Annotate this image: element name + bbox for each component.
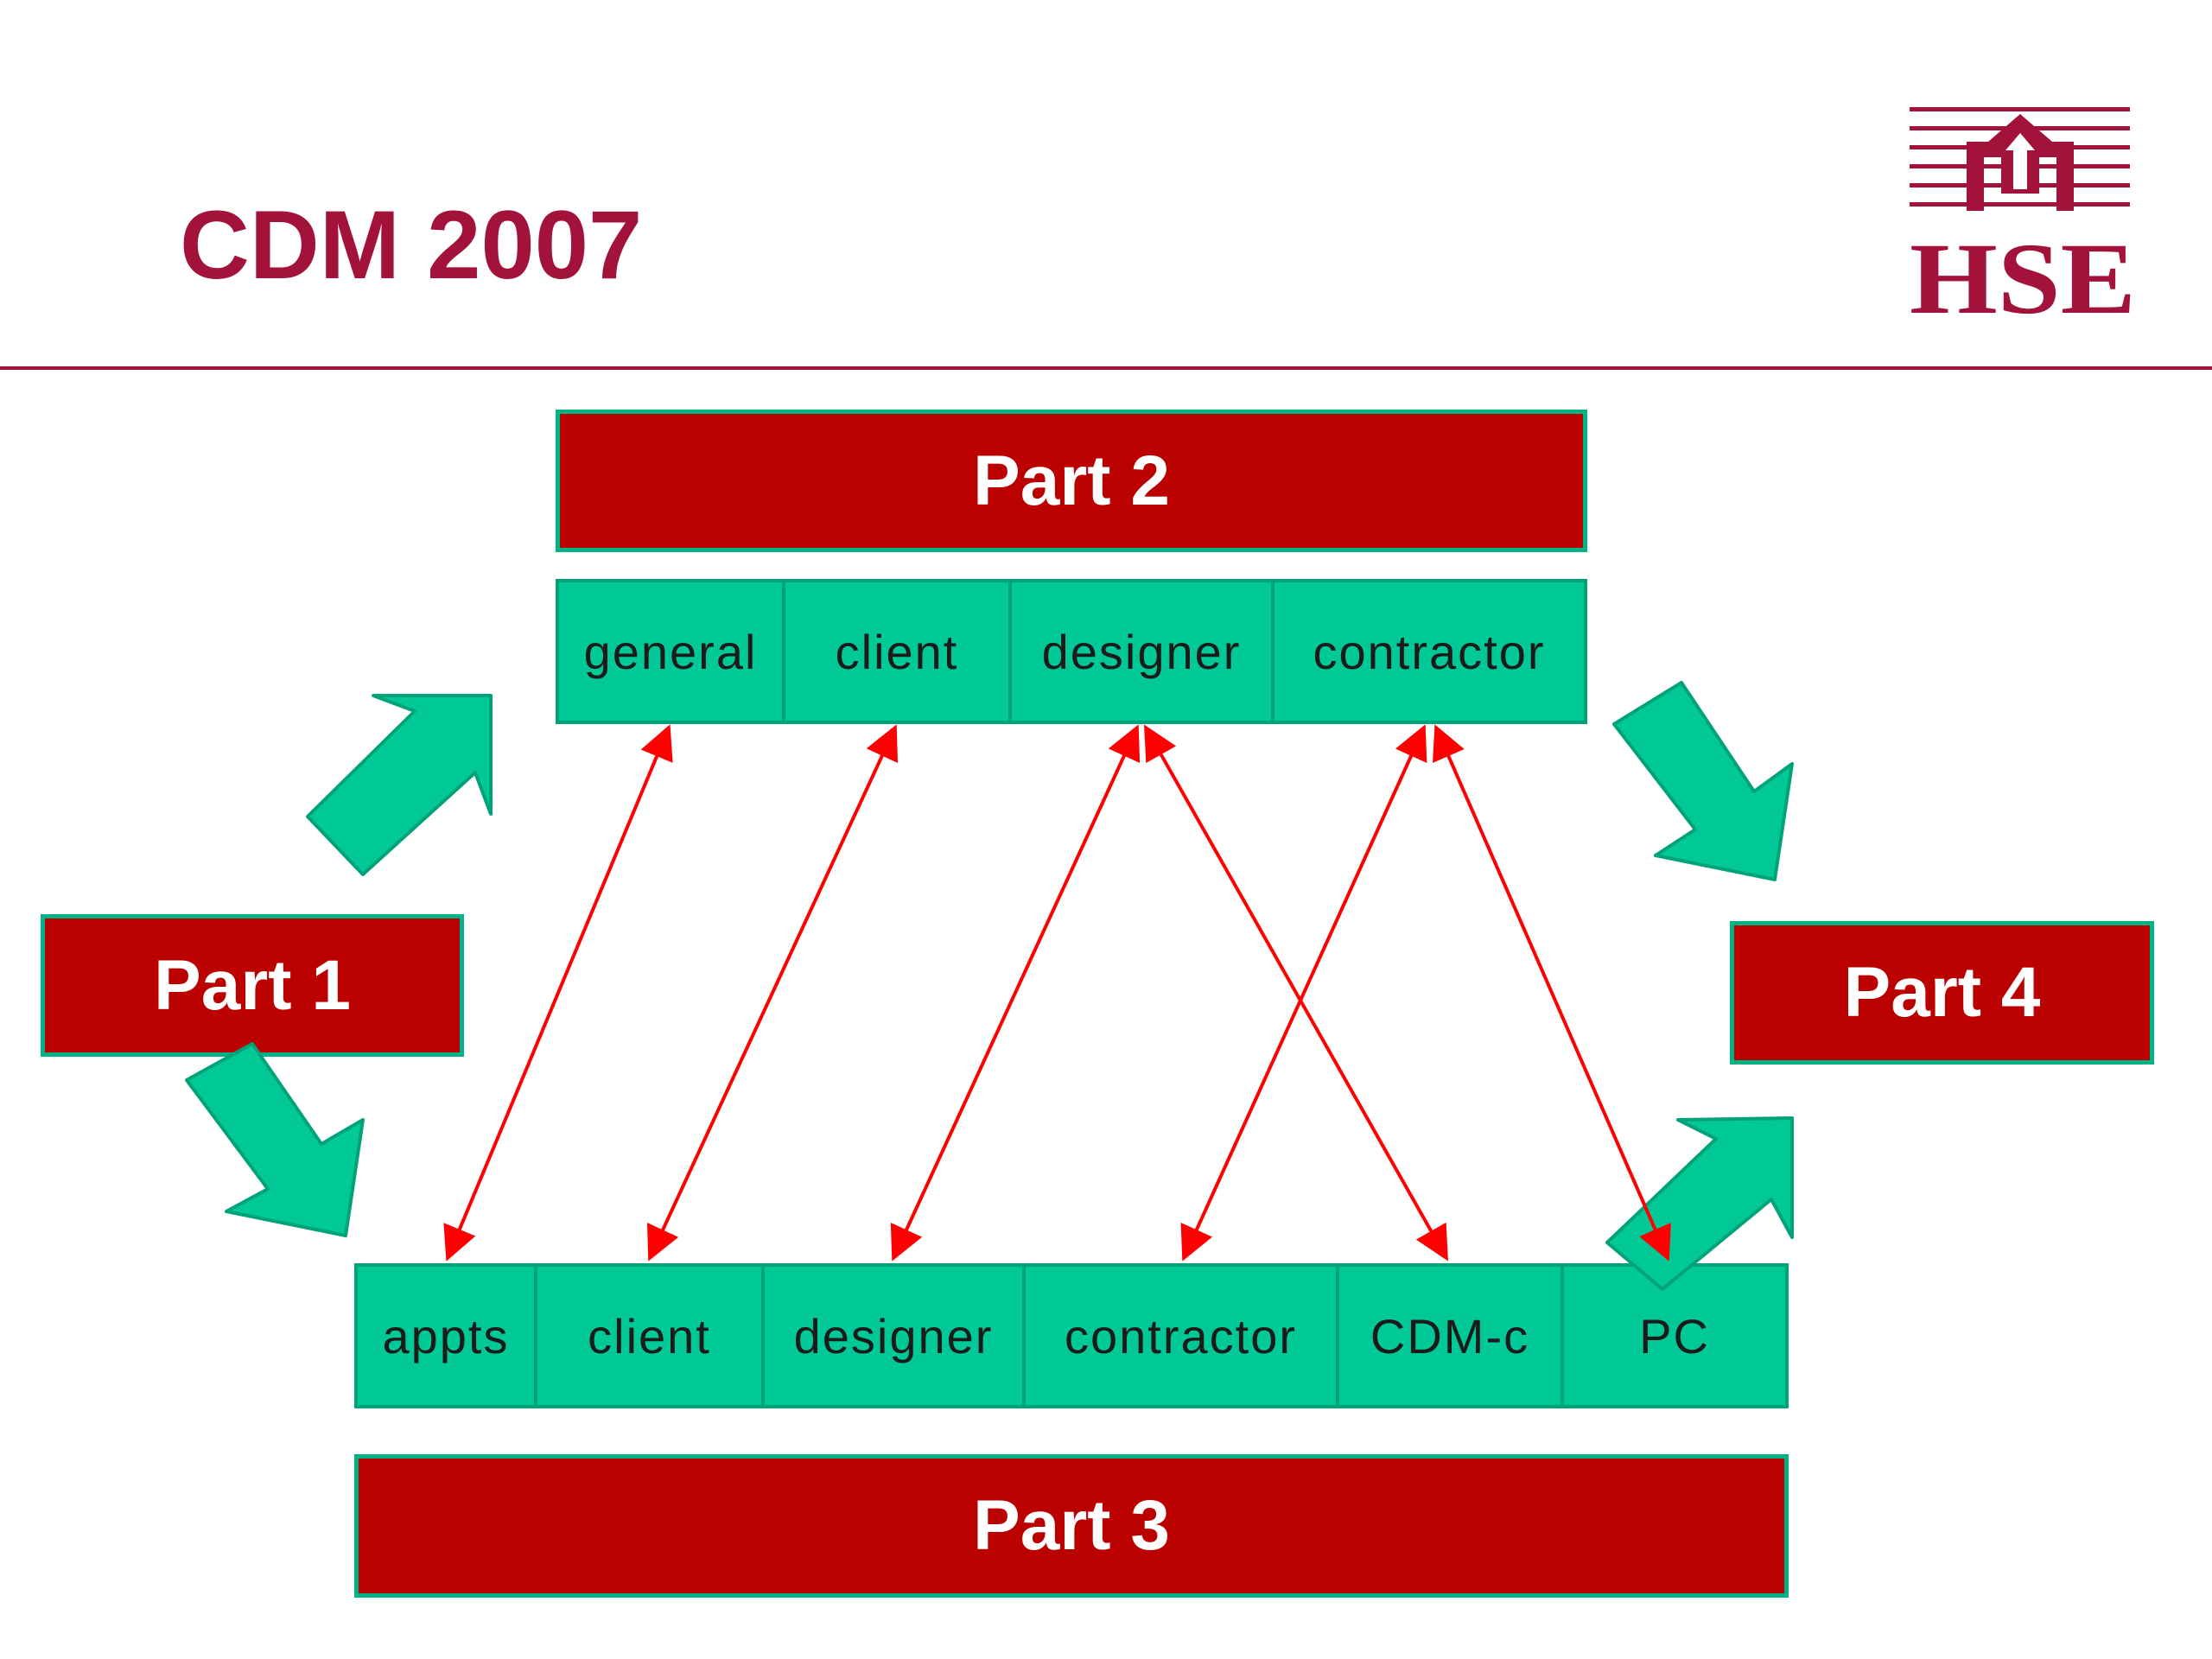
part3-section-designer: designer	[761, 1263, 1026, 1408]
flow-arrow-part1-to-part2	[306, 694, 493, 876]
section-label: contractor	[1065, 1308, 1297, 1363]
section-label: CDM-c	[1370, 1308, 1530, 1363]
part2-section-client: client	[782, 579, 1012, 724]
part3-section-cdm-c: CDM-c	[1336, 1263, 1564, 1408]
part2-section-designer: designer	[1008, 579, 1274, 724]
flow-arrow-part2-to-part4	[1612, 681, 1794, 881]
link-general-appts	[443, 724, 673, 1262]
part-2-sections: general client designer contractor	[556, 579, 1587, 724]
section-label: general	[583, 624, 758, 679]
part-3-box: Part 3	[354, 1454, 1789, 1598]
part-2-label: Part 2	[973, 441, 1170, 520]
part2-section-general: general	[556, 579, 785, 724]
link-contractor-pc	[1433, 724, 1671, 1262]
part2-section-contractor: contractor	[1271, 579, 1587, 724]
section-label: designer	[793, 1308, 994, 1363]
part-4-box: Part 4	[1730, 921, 2154, 1065]
part-2-box: Part 2	[556, 410, 1587, 552]
part3-section-client: client	[534, 1263, 765, 1408]
section-label: client	[588, 1308, 711, 1363]
part-1-label: Part 1	[154, 945, 351, 1025]
part3-section-appts: appts	[354, 1263, 537, 1408]
part-3-sections: appts client designer contractor CDM-c P…	[354, 1263, 1789, 1408]
section-label: designer	[1041, 624, 1242, 679]
part-3-label: Part 3	[973, 1486, 1170, 1565]
link-client-client	[646, 724, 899, 1262]
part-4-label: Part 4	[1843, 953, 2041, 1032]
section-label: appts	[382, 1308, 510, 1363]
link-designer-cdm-c	[1144, 724, 1448, 1262]
slide-title: CDM 2007	[180, 191, 643, 299]
part-1-box: Part 1	[41, 914, 464, 1057]
flow-arrow-part1-to-part3	[185, 1042, 365, 1237]
section-label: client	[835, 624, 959, 679]
part3-section-contractor: contractor	[1022, 1263, 1339, 1408]
link-contractor-contractor	[1180, 724, 1427, 1262]
link-designer-designer	[890, 724, 1141, 1262]
section-label: contractor	[1313, 624, 1546, 679]
section-label: PC	[1639, 1308, 1710, 1363]
header-divider	[0, 366, 2212, 370]
hse-logo-text: HSE	[1910, 222, 2136, 323]
hse-logo: HSE	[1910, 107, 2136, 323]
part3-section-pc: PC	[1560, 1263, 1789, 1408]
